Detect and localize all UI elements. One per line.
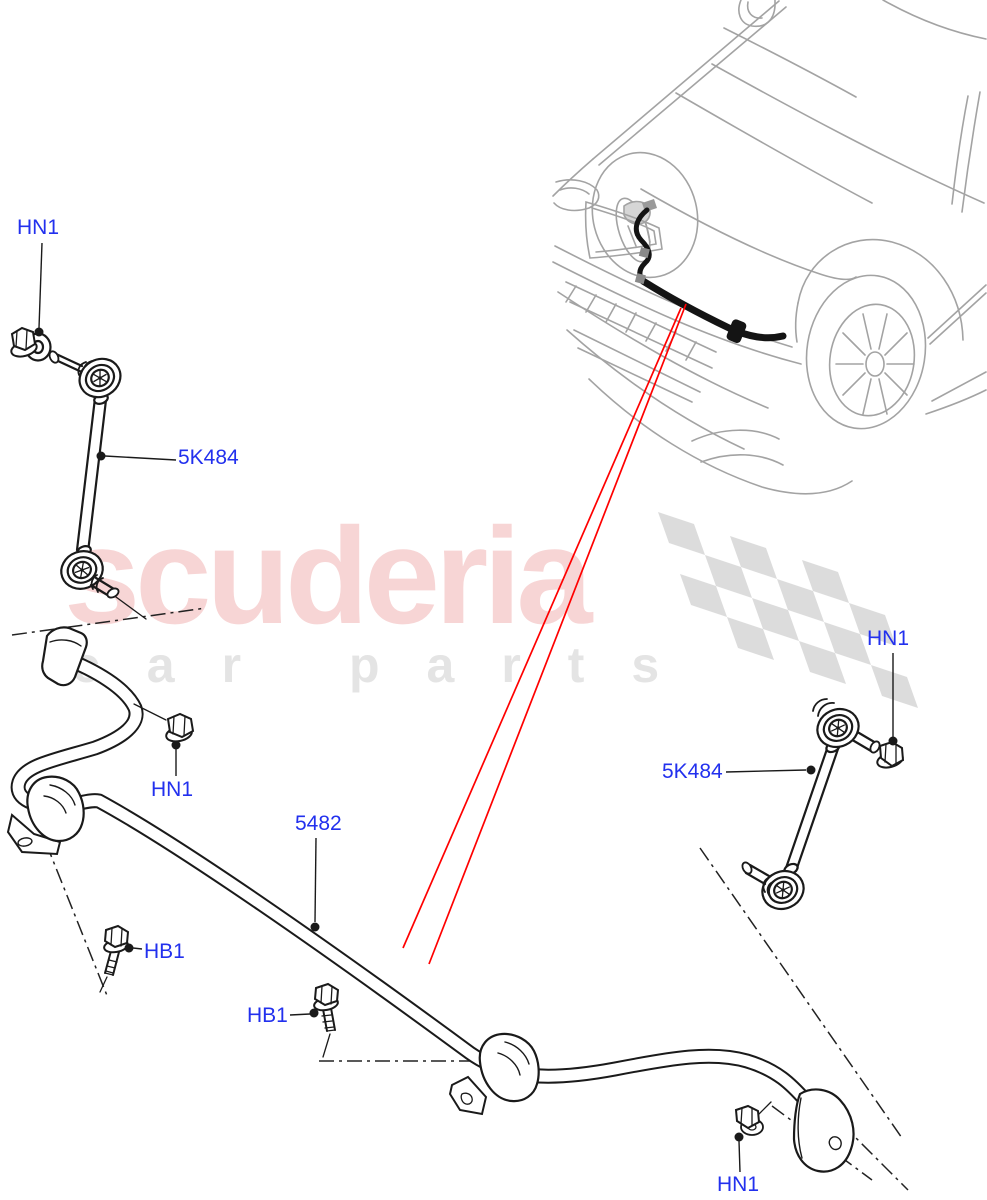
watermark-brand: scuderia <box>64 500 593 653</box>
vehicle-sketch <box>552 0 987 495</box>
leader-lines <box>34 242 898 1173</box>
part-label-hn1-top-left: HN1 <box>17 216 60 239</box>
stabilizer-bar <box>6 626 855 1173</box>
stabilizer-link-right <box>741 698 905 917</box>
hb1-bolt-middle <box>313 982 340 1058</box>
part-label-hn1-bottom: HN1 <box>717 1173 760 1196</box>
fasteners <box>99 703 772 1136</box>
part-label-hn1-mid-left: HN1 <box>151 778 194 801</box>
hb1-bolt-left <box>99 924 130 993</box>
part-label-5k484-left: 5K484 <box>178 446 239 469</box>
watermark-tagline: car parts <box>72 637 707 693</box>
part-label-hb1-mid: HB1 <box>247 1004 288 1027</box>
part-label-hn1-right: HN1 <box>867 627 910 650</box>
vehicle-stabilizer-bar-highlight <box>633 199 787 343</box>
part-label-5482: 5482 <box>295 812 342 835</box>
part-label-hb1-left: HB1 <box>144 940 185 963</box>
part-label-5k484-right: 5K484 <box>662 760 723 783</box>
hn1-nut-bottom-right <box>734 1101 772 1136</box>
watermark-checkered-flag <box>658 512 918 708</box>
stabilizer-link-left <box>10 326 147 620</box>
red-callout-lines <box>402 303 687 965</box>
